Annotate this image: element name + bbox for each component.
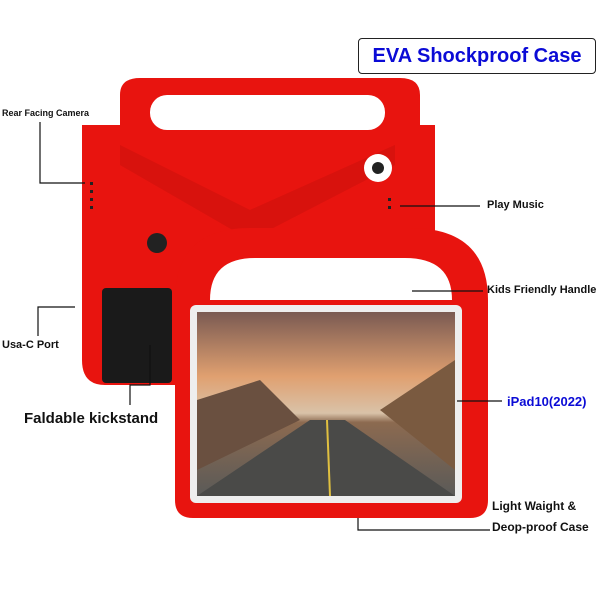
- label-handle: Kids Friendly Handle: [487, 284, 597, 296]
- kickstand: [102, 288, 172, 383]
- leader-lines: [37, 122, 502, 531]
- label-play-music: Play Music: [487, 199, 544, 211]
- product-title: EVA Shockproof Case: [358, 38, 596, 74]
- label-weight-2: Deop-proof Case: [492, 520, 589, 534]
- label-model: iPad10(2022): [507, 394, 587, 409]
- label-usb-port: Usa-C Port: [2, 339, 59, 351]
- label-rear-camera: Rear Facing Camera: [2, 108, 90, 118]
- label-kickstand: Faldable kickstand: [24, 410, 159, 427]
- front-case: [175, 228, 488, 518]
- label-weight-1: Light Waight &: [492, 499, 577, 513]
- back-button-icon: [147, 233, 167, 253]
